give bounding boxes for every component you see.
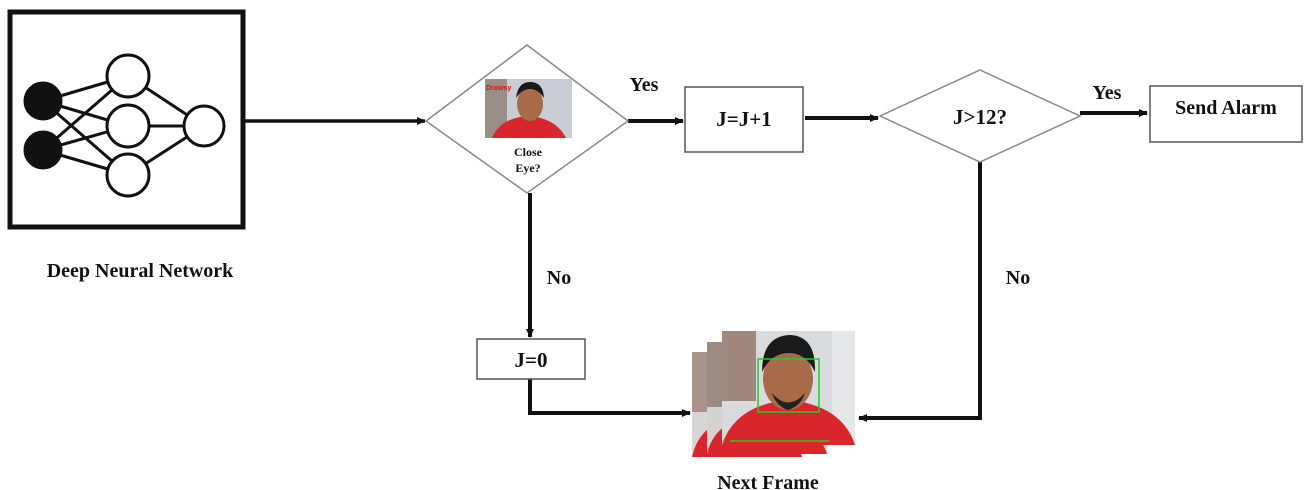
face-thumbnail [485,79,572,138]
decision-close-eye: Drowsy Close Eye? [424,44,630,194]
connectors [243,109,1148,422]
edge-no-to-next-frame [858,162,982,422]
process-increment-label: J=J+1 [716,107,771,131]
decision-threshold-label: J>12? [953,105,1007,129]
process-reset: J=0 [476,338,586,380]
process-increment: J=J+1 [684,86,804,153]
edge-label-no: No [547,267,571,289]
neural-network-icon [23,53,226,198]
face-detection-box [757,358,820,413]
edge-label-yes: Yes [1093,82,1122,104]
decision-label-line2: Eye? [515,161,540,175]
process-reset-label: J=0 [515,348,548,372]
edge-label-no: No [1006,267,1030,289]
frame-image-front [722,331,855,445]
edge-reset-to-next-frame [528,378,691,417]
decision-threshold: J>12? [878,69,1082,163]
network-caption: Deep Neural Network [47,260,234,282]
overlay-status-text: Drowsy [486,85,511,92]
next-frame-stack [692,331,855,457]
action-send-alarm: Send Alarm [1149,85,1303,143]
next-frame-caption: Next Frame [717,472,819,490]
decision-label-line1: Close [514,145,543,159]
action-alarm-label: Send Alarm [1175,97,1277,119]
edge-label-yes: Yes [630,74,659,96]
neural-network-box [7,9,246,230]
